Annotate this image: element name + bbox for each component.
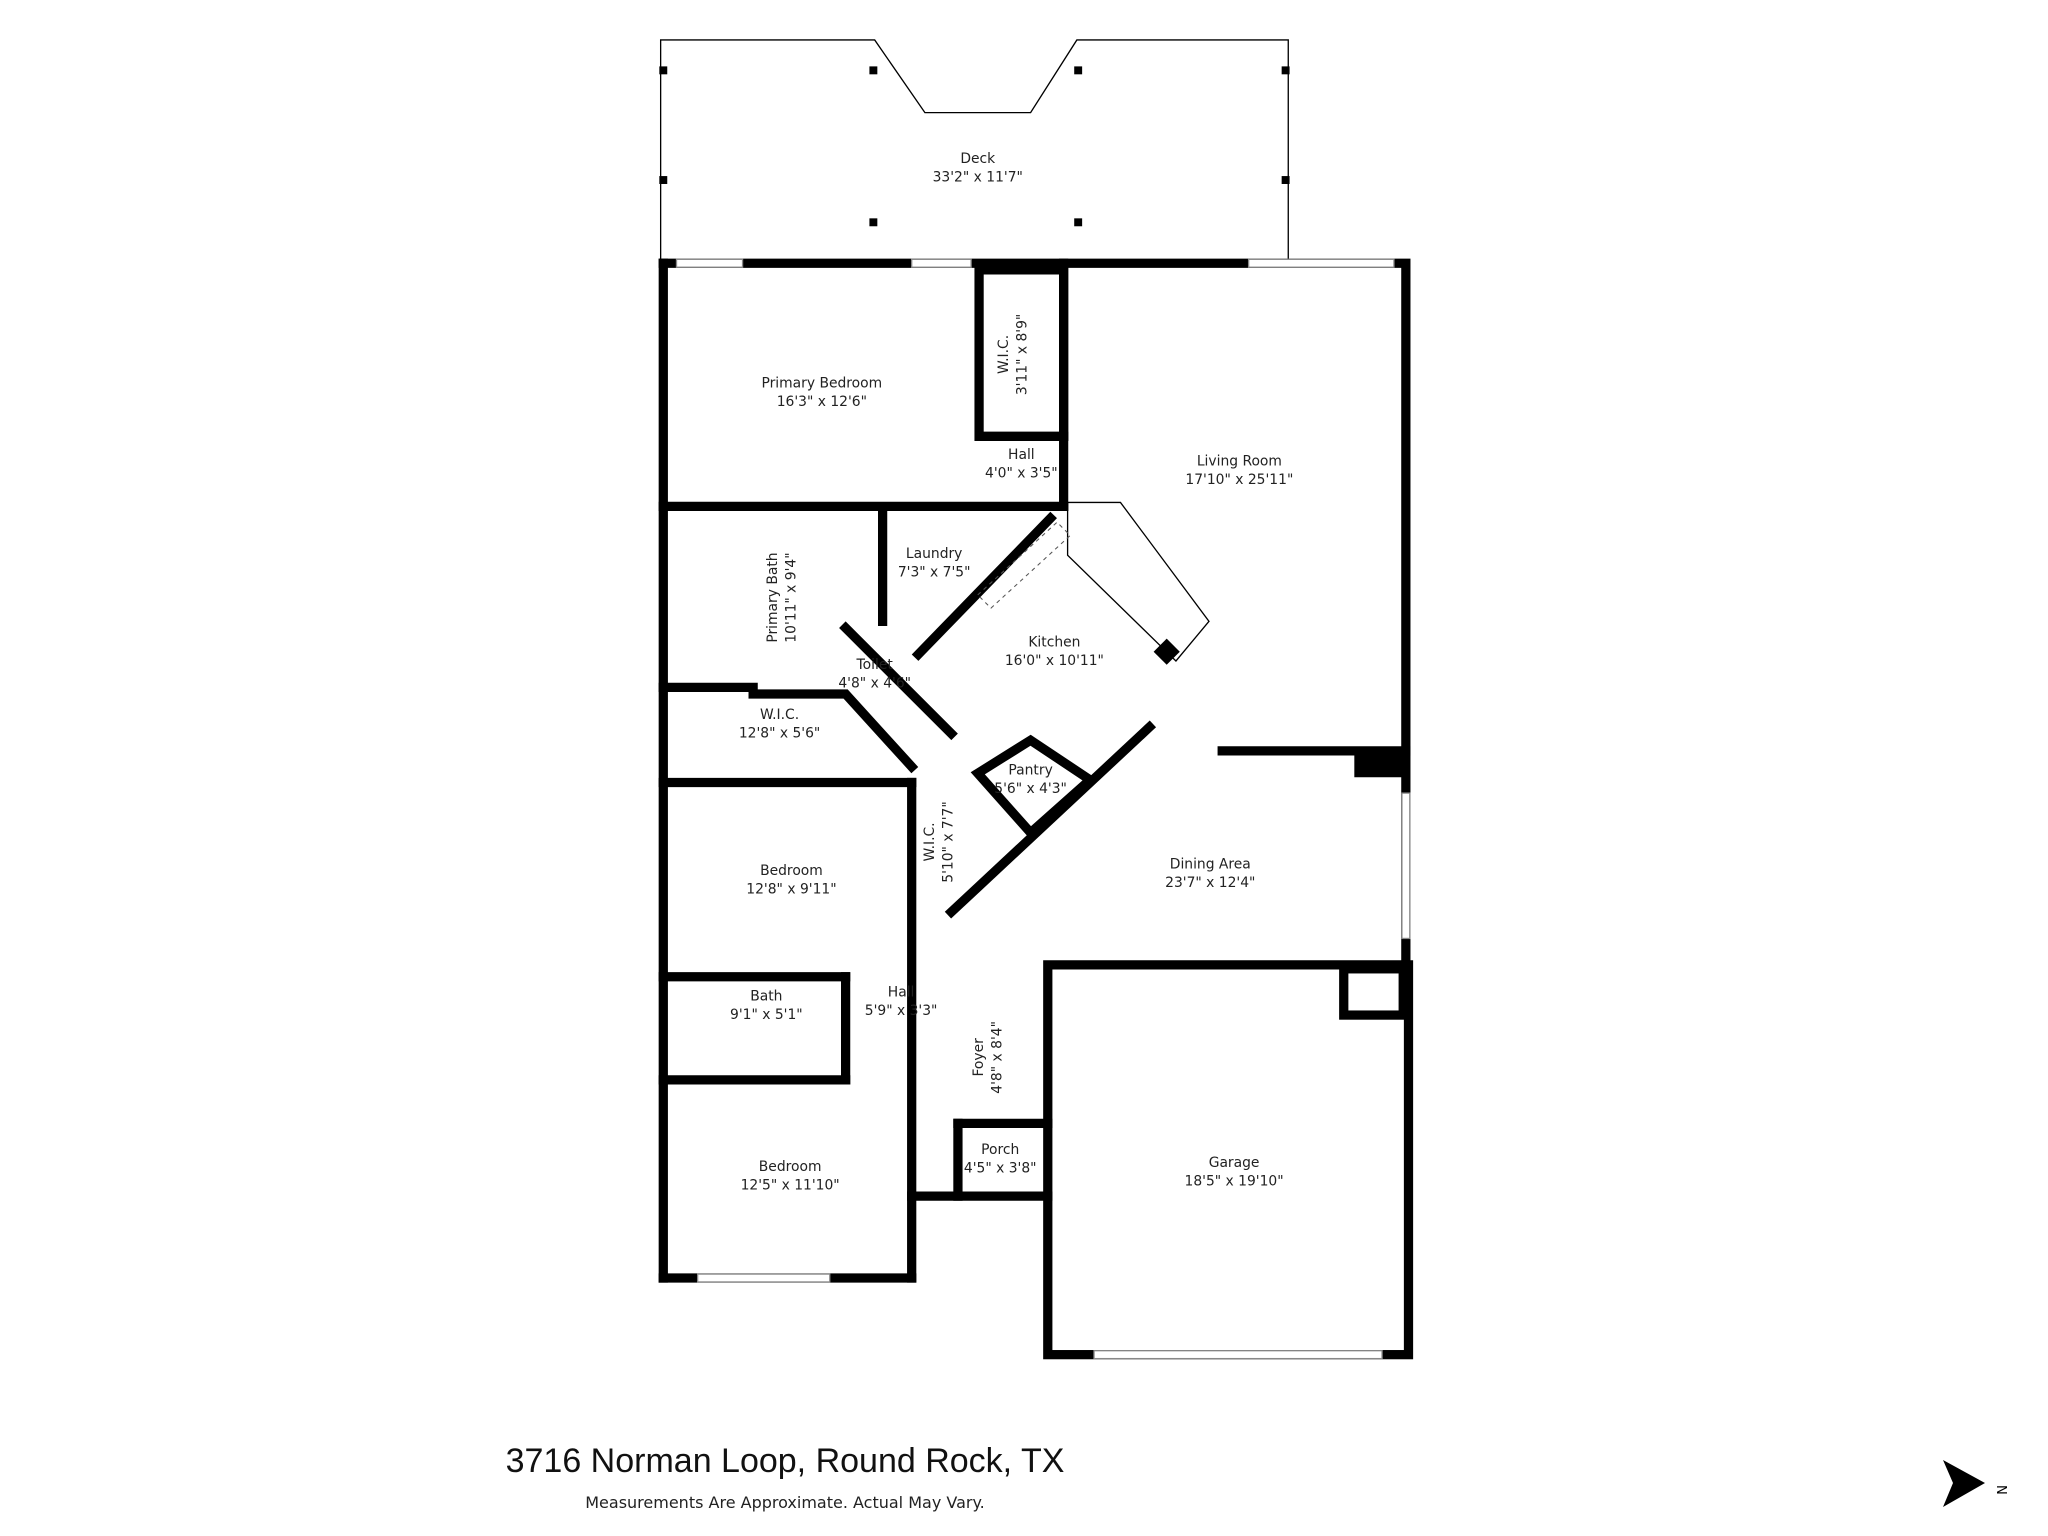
- room-name: Hall: [1008, 447, 1035, 463]
- room-dims: 3'11" x 8'9": [1015, 314, 1031, 395]
- room-name: Porch: [981, 1142, 1019, 1158]
- room-dims: 5'6" x 4'3": [994, 781, 1067, 797]
- room-dims: 5'9" x 3'3": [865, 1003, 938, 1019]
- room-name: Toilet: [856, 657, 894, 673]
- room-name: Primary Bedroom: [762, 375, 883, 391]
- walls: [658, 258, 1414, 1360]
- room-name: W.I.C.: [922, 822, 938, 861]
- room-dims: 33'2" x 11'7": [933, 169, 1023, 185]
- windows: [675, 258, 1411, 1360]
- room-name: Bath: [750, 989, 782, 1005]
- room-name: Bedroom: [760, 863, 823, 879]
- room-dims: 12'8" x 5'6": [739, 726, 820, 742]
- room-dims: 10'11" x 9'4": [783, 552, 799, 642]
- disclaimer: Measurements Are Approximate. Actual May…: [585, 1493, 985, 1512]
- room-dims: 4'5" x 3'8": [964, 1160, 1037, 1176]
- north-arrow-icon: N: [1943, 1460, 2008, 1507]
- room-dims: 17'10" x 25'11": [1185, 472, 1293, 488]
- room-dims: 12'5" x 11'10": [741, 1177, 840, 1193]
- kitchen-island: [976, 501, 1210, 665]
- room-dims: 4'8" x 4'6": [838, 675, 911, 691]
- room-name: Deck: [960, 151, 995, 167]
- room-name: W.I.C.: [996, 335, 1012, 374]
- room-dims: 5'10" x 7'7": [941, 801, 957, 882]
- room-name: Hall: [888, 985, 915, 1001]
- room-name: W.I.C.: [760, 707, 799, 723]
- property-address: 3716 Norman Loop, Round Rock, TX: [505, 1442, 1065, 1480]
- room-name: Laundry: [906, 546, 962, 562]
- room-name: Garage: [1209, 1155, 1260, 1171]
- room-dims: 23'7" x 12'4": [1165, 875, 1255, 891]
- room-name: Bedroom: [759, 1159, 822, 1175]
- room-name: Dining Area: [1170, 856, 1251, 872]
- deck: [659, 39, 1290, 261]
- room-name: Primary Bath: [765, 552, 781, 642]
- room-dims: 4'0" x 3'5": [985, 465, 1058, 481]
- room-dims: 16'0" x 10'11": [1005, 653, 1104, 669]
- room-name: Pantry: [1008, 763, 1052, 779]
- room-dims: 4'8" x 8'4": [990, 1021, 1006, 1094]
- north-label: N: [1993, 1485, 2008, 1495]
- room-dims: 12'8" x 9'11": [746, 882, 836, 898]
- room-dims: 16'3" x 12'6": [777, 394, 867, 410]
- room-name: Living Room: [1197, 453, 1282, 469]
- room-dims: 7'3" x 7'5": [898, 564, 971, 580]
- room-dims: 9'1" x 5'1": [730, 1007, 803, 1023]
- room-labels: Deck 33'2" x 11'7" Primary Bedroom 16'3"…: [730, 151, 1293, 1194]
- room-name: Kitchen: [1028, 634, 1080, 650]
- room-dims: 18'5" x 19'10": [1185, 1174, 1284, 1190]
- room-name: Foyer: [971, 1038, 987, 1077]
